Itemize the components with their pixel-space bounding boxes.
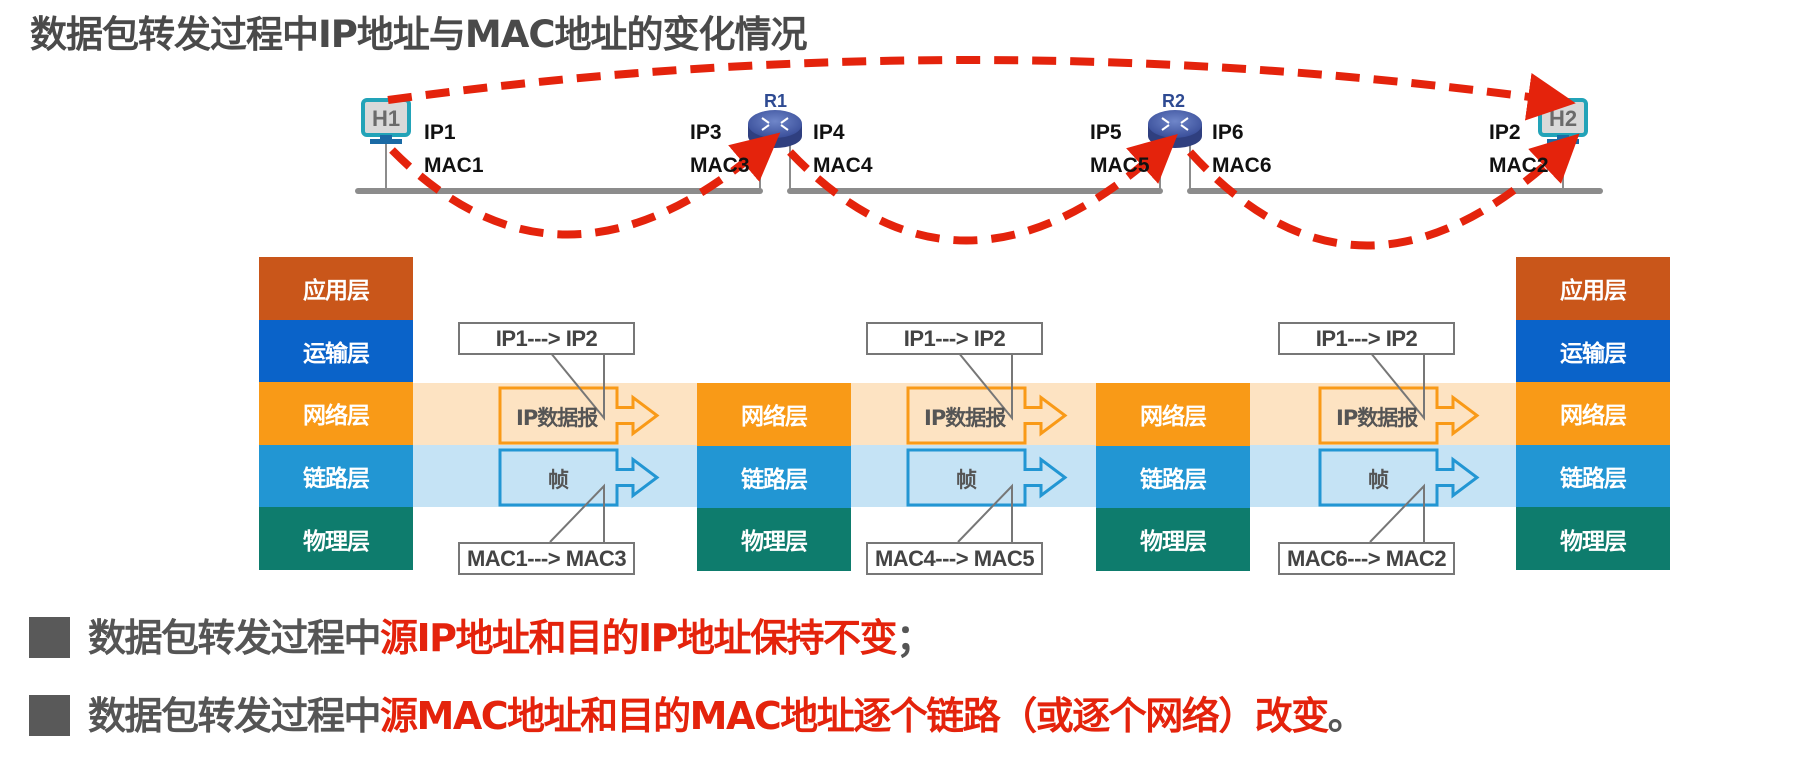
h1-physical-layer: 物理层 [259,507,413,570]
h2-physical-layer: 物理层 [1516,507,1670,570]
r2-left-ip: IP5 [1090,121,1122,144]
hop2-ip-callout-pointer [957,351,1013,421]
r1-link-layer: 链路层 [697,445,851,509]
r2-link-layer: 链路层 [1096,445,1250,509]
h1-link-layer: 链路层 [259,444,413,508]
hop3-datagram-box [1318,386,1480,445]
hop1-frame-box [498,448,660,507]
router-r2-label: R2 [1162,91,1186,111]
r1-right-mac: MAC4 [813,154,873,177]
forwarding-paths [387,56,1580,250]
hop1-ip-callout: IP1---> IP2 [458,322,635,355]
r2-right-mac: MAC6 [1212,154,1272,177]
h2-transport-layer: 运输层 [1516,319,1670,383]
r2-protocol-stack: 网络层 链路层 物理层 [1096,383,1250,571]
router-r1-label: R1 [764,91,788,111]
bullet-2-prefix: 数据包转发过程中 [88,694,382,738]
bullet-square-1 [29,617,70,658]
hop3-ip-callout-pointer [1369,351,1425,421]
hop3-mac-callout: MAC6---> MAC2 [1278,542,1455,575]
h2-network-layer: 网络层 [1516,382,1670,445]
hop2-datagram-box [906,386,1068,445]
h2-ip: IP2 [1489,121,1521,144]
packet-graphics [498,351,1480,543]
hop1-frame-label: 帧 [548,468,569,492]
hop1-ip-callout-pointer [549,351,605,421]
bullet-square-2 [29,695,70,736]
bullet-1-prefix: 数据包转发过程中 [88,616,382,660]
hop3-ip-callout: IP1---> IP2 [1278,322,1455,355]
hop3-frame-box [1318,448,1480,507]
hop1-datagram-label: IP数据报 [516,406,598,430]
end-to-end-path [387,56,1576,121]
h1-transport-layer: 运输层 [259,319,413,383]
bullet-2-highlight: 源MAC地址和目的MAC地址逐个链路（或逐个网络）改变 [380,694,1329,738]
hop3-path [1187,133,1580,250]
r1-left-mac: MAC3 [690,154,750,177]
hop2-ip-callout: IP1---> IP2 [866,322,1043,355]
hop1-mac-callout: MAC1---> MAC3 [458,542,635,575]
r2-right-ip: IP6 [1212,121,1244,144]
r2-network-layer: 网络层 [1096,383,1250,446]
h2-application-layer: 应用层 [1516,257,1670,320]
slide-title: 数据包转发过程中IP地址与MAC地址的变化情况 [30,13,807,56]
hop2-mac-callout: MAC4---> MAC5 [866,542,1043,575]
host-h1-icon: H1 [361,98,411,144]
hop2-frame-label: 帧 [956,468,977,492]
r2-physical-layer: 物理层 [1096,508,1250,571]
hop1-datagram-box [498,386,660,445]
bullet-2-suffix: 。 [1327,694,1366,738]
h1-application-layer: 应用层 [259,257,413,320]
hop1-path [389,132,781,239]
h2-link-layer: 链路层 [1516,444,1670,508]
hop2-path [787,133,1178,245]
hop3-frame-label: 帧 [1368,468,1389,492]
h2-mac: MAC2 [1489,154,1549,177]
h1-network-layer: 网络层 [259,382,413,445]
r1-physical-layer: 物理层 [697,508,851,571]
bullet-text-2: 数据包转发过程中源MAC地址和目的MAC地址逐个链路（或逐个网络）改变。 [88,694,1366,738]
h1-mac: MAC1 [424,154,484,177]
h2-protocol-stack: 应用层 运输层 网络层 链路层 物理层 [1516,257,1670,570]
hop2-frame-box [906,448,1068,507]
bullet-1-suffix: ； [896,616,934,660]
r1-right-ip: IP4 [813,121,845,144]
hop3-mac-callout-pointer [1369,483,1425,543]
r2-left-mac: MAC5 [1090,154,1150,177]
hop2-datagram-label: IP数据报 [924,406,1006,430]
hop3-datagram-label: IP数据报 [1336,406,1418,430]
topology-diagram: H1 H2 [355,56,1603,250]
bullet-1-highlight: 源IP地址和目的IP地址保持不变 [380,616,897,660]
hop1-mac-callout-pointer [549,483,605,543]
bullet-text-1: 数据包转发过程中源IP地址和目的IP地址保持不变； [88,616,934,660]
r1-protocol-stack: 网络层 链路层 物理层 [697,383,851,571]
r1-left-ip: IP3 [690,121,722,144]
r1-network-layer: 网络层 [697,383,851,446]
hop2-mac-callout-pointer [957,483,1013,543]
host-h1-name: H1 [372,106,400,131]
h1-protocol-stack: 应用层 运输层 网络层 链路层 物理层 [259,257,413,570]
h1-ip: IP1 [424,121,456,144]
